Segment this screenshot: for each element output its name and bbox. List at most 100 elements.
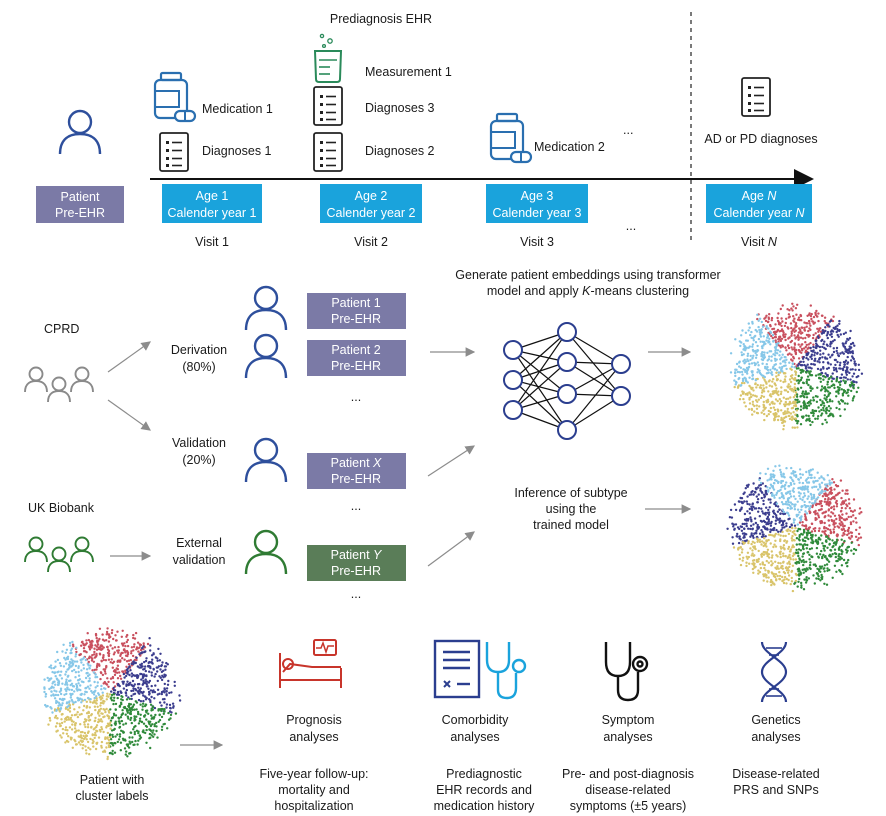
hospital-bed-icon (279, 639, 342, 688)
cluster-point (779, 555, 782, 559)
cluster-point (775, 479, 778, 482)
cluster-point (807, 537, 810, 541)
cluster-point (65, 670, 68, 673)
cluster-point (834, 325, 837, 329)
cluster-point (90, 639, 94, 643)
cluster-point (118, 726, 121, 729)
cluster-point (785, 349, 788, 352)
cluster-point (85, 738, 88, 741)
cluster-point (782, 523, 785, 526)
cluster-point (752, 339, 755, 342)
cluster-point (767, 320, 770, 323)
cluster-point (780, 317, 783, 320)
cluster-point (136, 675, 140, 679)
cluster-point (133, 732, 136, 736)
cluster-point (837, 526, 841, 529)
cluster-point (90, 646, 93, 649)
cluster-point (60, 677, 64, 680)
cluster-point (133, 643, 136, 646)
cluster-point (850, 549, 853, 552)
cluster-point (88, 646, 91, 649)
cluster-point (760, 374, 764, 377)
cluster-point (809, 561, 812, 564)
cluster-plot (43, 627, 182, 761)
cluster-point (776, 378, 779, 381)
cluster-point (65, 680, 68, 683)
cluster-point (744, 405, 747, 408)
cluster-point (770, 560, 773, 563)
cluster-point (750, 507, 754, 510)
cluster-point (100, 644, 103, 647)
cluster-point (98, 664, 101, 667)
cluster-point (760, 411, 763, 414)
cluster-point (154, 684, 157, 687)
cluster-point (791, 406, 795, 410)
cluster-point (86, 685, 90, 688)
cluster-point (778, 574, 782, 578)
cluster-point (782, 428, 785, 431)
cluster-point (808, 312, 811, 315)
cluster-point (746, 372, 749, 375)
cluster-point (107, 709, 110, 712)
cluster-point (852, 498, 856, 501)
cluster-point (129, 669, 132, 672)
cluster-point (777, 342, 780, 345)
cluster-point (173, 680, 176, 684)
cluster-point (114, 722, 118, 725)
cluster-point (154, 672, 157, 676)
cluster-point (750, 408, 754, 412)
cluster-point (741, 390, 744, 393)
cluster-point (786, 506, 789, 510)
cluster-point (144, 703, 148, 706)
cluster-point (112, 699, 116, 702)
cluster-point (125, 688, 128, 692)
cluster-point (111, 744, 115, 747)
cluster-point (768, 478, 771, 481)
cluster-point (64, 683, 67, 686)
cluster-point (109, 644, 112, 647)
cluster-point (822, 544, 825, 548)
cluster-point (817, 319, 820, 323)
cluster-point (762, 502, 765, 506)
cluster-point (839, 479, 843, 482)
cluster-point (149, 666, 152, 670)
cluster-point (846, 489, 849, 492)
cluster-point (748, 384, 751, 388)
cluster-point (847, 532, 850, 535)
cluster-point (829, 363, 832, 366)
cluster-point (845, 340, 848, 343)
cluster-point (785, 358, 788, 361)
cluster-point (781, 344, 784, 347)
genetics-desc-2: PRS and SNPs (733, 783, 818, 797)
cluster-point (784, 380, 787, 383)
cluster-point (743, 527, 746, 530)
patient-labels-line2: cluster labels (76, 789, 149, 803)
cluster-point (132, 674, 135, 677)
cluster-point (776, 518, 780, 521)
cluster-point (126, 743, 130, 746)
cluster-point (144, 709, 148, 713)
cluster-point (805, 518, 808, 522)
cluster-point (740, 551, 744, 554)
cluster-point (770, 583, 773, 587)
cluster-point (770, 478, 773, 481)
cluster-point (107, 741, 111, 744)
cluster-point (152, 668, 155, 671)
cluster-point (812, 345, 815, 349)
cluster-point (163, 710, 166, 713)
cluster-point (117, 645, 120, 649)
cluster-point (770, 385, 774, 388)
cluster-point (68, 726, 72, 729)
cluster-point (825, 398, 828, 401)
cluster-point (827, 362, 830, 365)
cluster-point (810, 547, 814, 550)
cluster-point (71, 746, 75, 749)
nn-edge (512, 331, 568, 381)
cluster-point (833, 338, 836, 342)
cluster-point (803, 492, 806, 495)
cluster-point (118, 735, 122, 738)
cluster-point (792, 472, 795, 475)
cluster-point (809, 304, 812, 307)
cluster-point (776, 505, 780, 508)
cluster-point (773, 535, 776, 538)
